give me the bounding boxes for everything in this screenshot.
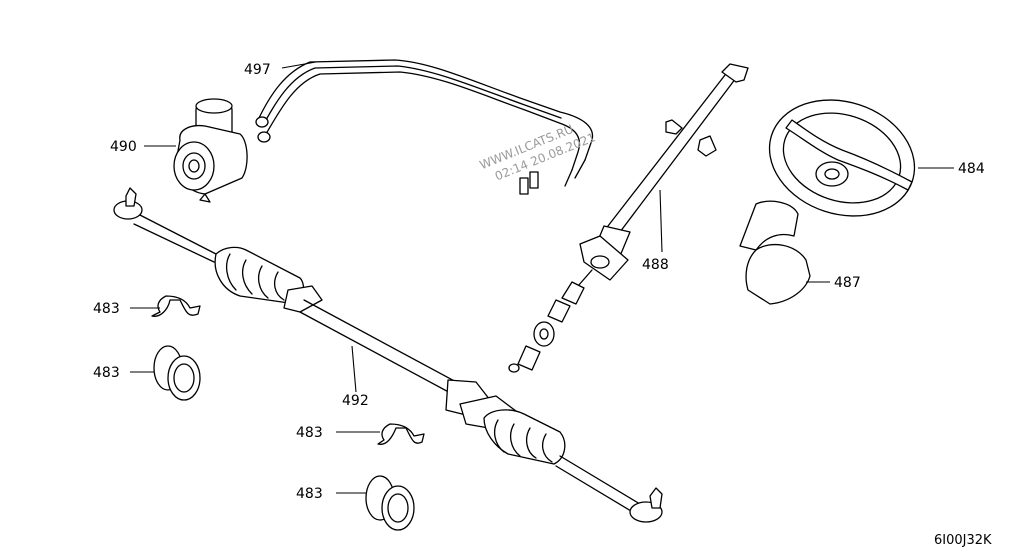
diagram-code: 6I00J32K — [934, 533, 992, 548]
callout-484: 484 — [958, 161, 985, 177]
steering-column-488[interactable] — [508, 63, 749, 373]
hose-assembly-497[interactable] — [255, 59, 594, 195]
callout-488: 488 — [642, 257, 669, 273]
callout-483-lower-clamp: 483 — [296, 425, 323, 441]
leader-lines — [130, 61, 954, 494]
callout-483-lower-grommet: 483 — [296, 486, 323, 502]
callout-497: 497 — [244, 62, 271, 78]
callout-490: 490 — [110, 139, 137, 155]
callout-483-upper-grommet: 483 — [93, 365, 120, 381]
grommet-483-upper[interactable] — [153, 345, 201, 401]
steering-wheel-484[interactable] — [754, 82, 929, 234]
grommet-483-lower[interactable] — [365, 475, 415, 531]
pump-490[interactable] — [173, 98, 248, 203]
callout-492: 492 — [342, 393, 369, 409]
column-cover-487[interactable] — [739, 200, 811, 305]
callout-487: 487 — [834, 275, 861, 291]
callout-483-upper-clamp: 483 — [93, 301, 120, 317]
steering-gear-492[interactable] — [113, 187, 663, 523]
clamp-483-lower[interactable] — [377, 423, 425, 445]
clamp-483-upper[interactable] — [151, 295, 201, 317]
